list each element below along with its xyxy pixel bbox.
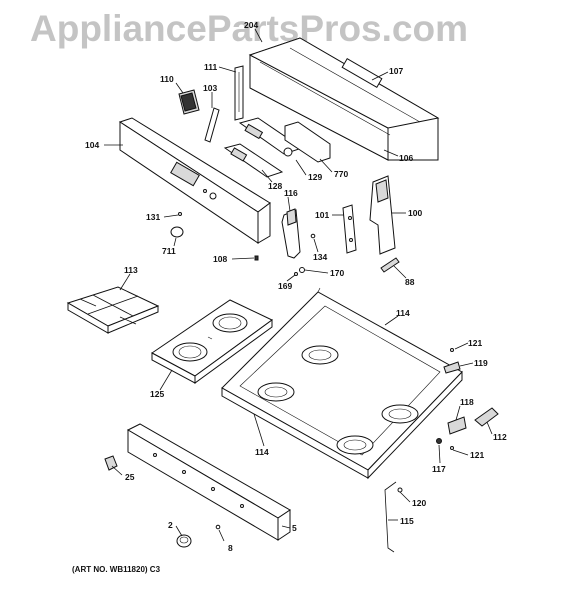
label-104: 104 <box>85 140 99 150</box>
label-5: 5 <box>292 523 297 533</box>
label-204: 204 <box>244 20 258 30</box>
cooktop-114 <box>221 287 463 480</box>
label-129: 129 <box>308 172 322 182</box>
label-107: 107 <box>389 66 403 76</box>
label-117: 117 <box>432 464 446 474</box>
label-119: 119 <box>474 358 488 368</box>
label-88: 88 <box>405 277 415 287</box>
watermark-text: AppliancePartsPros.com <box>30 8 468 49</box>
label-101: 101 <box>315 210 329 220</box>
label-170: 170 <box>330 268 344 278</box>
burner-tray-125 <box>151 299 273 384</box>
label-2: 2 <box>168 520 173 530</box>
ignitor-module-110 <box>178 89 200 115</box>
manifold-panel-5 <box>126 423 291 541</box>
label-125: 125 <box>150 389 164 399</box>
label-711: 711 <box>162 246 176 256</box>
label-111: 111 <box>204 62 218 72</box>
part-labels: 204 107 111 110 103 104 106 129 770 128 … <box>85 20 507 553</box>
label-116: 116 <box>284 188 298 198</box>
art-number: (ART NO. WB11820) C3 <box>72 565 161 574</box>
backguard-panel <box>248 37 440 161</box>
side-panel-100 <box>369 175 396 255</box>
label-118: 118 <box>460 397 474 407</box>
label-115: 115 <box>400 516 414 526</box>
label-121-top: 121 <box>468 338 482 348</box>
label-114-top: 114 <box>396 308 410 318</box>
knobs-and-clips <box>104 455 221 548</box>
spacer-88 <box>380 257 400 273</box>
label-128: 128 <box>268 181 282 191</box>
control-board-128 <box>223 143 284 178</box>
label-25: 25 <box>125 472 135 482</box>
label-169: 169 <box>278 281 292 291</box>
label-108: 108 <box>213 254 227 264</box>
label-8: 8 <box>228 543 233 553</box>
label-120: 120 <box>412 498 426 508</box>
bracket-116 <box>281 208 301 259</box>
tube-103 <box>204 107 220 143</box>
control-panel-104 <box>118 117 271 244</box>
label-114-bottom: 114 <box>255 447 269 457</box>
label-121-bottom: 121 <box>470 450 484 460</box>
label-113: 113 <box>124 265 138 275</box>
label-100: 100 <box>408 208 422 218</box>
label-103: 103 <box>203 83 217 93</box>
fasteners <box>170 212 316 276</box>
label-770: 770 <box>334 169 348 179</box>
burner-grate-113 <box>66 286 160 334</box>
label-112: 112 <box>493 432 507 442</box>
label-131: 131 <box>146 212 160 222</box>
label-110: 110 <box>160 74 174 84</box>
leader-lines <box>104 28 493 542</box>
right-side-parts <box>384 348 499 553</box>
label-134: 134 <box>313 252 327 262</box>
label-106: 106 <box>399 153 413 163</box>
bracket-101 <box>342 204 357 254</box>
bracket-770 <box>284 121 331 163</box>
bracket-111 <box>234 65 244 121</box>
